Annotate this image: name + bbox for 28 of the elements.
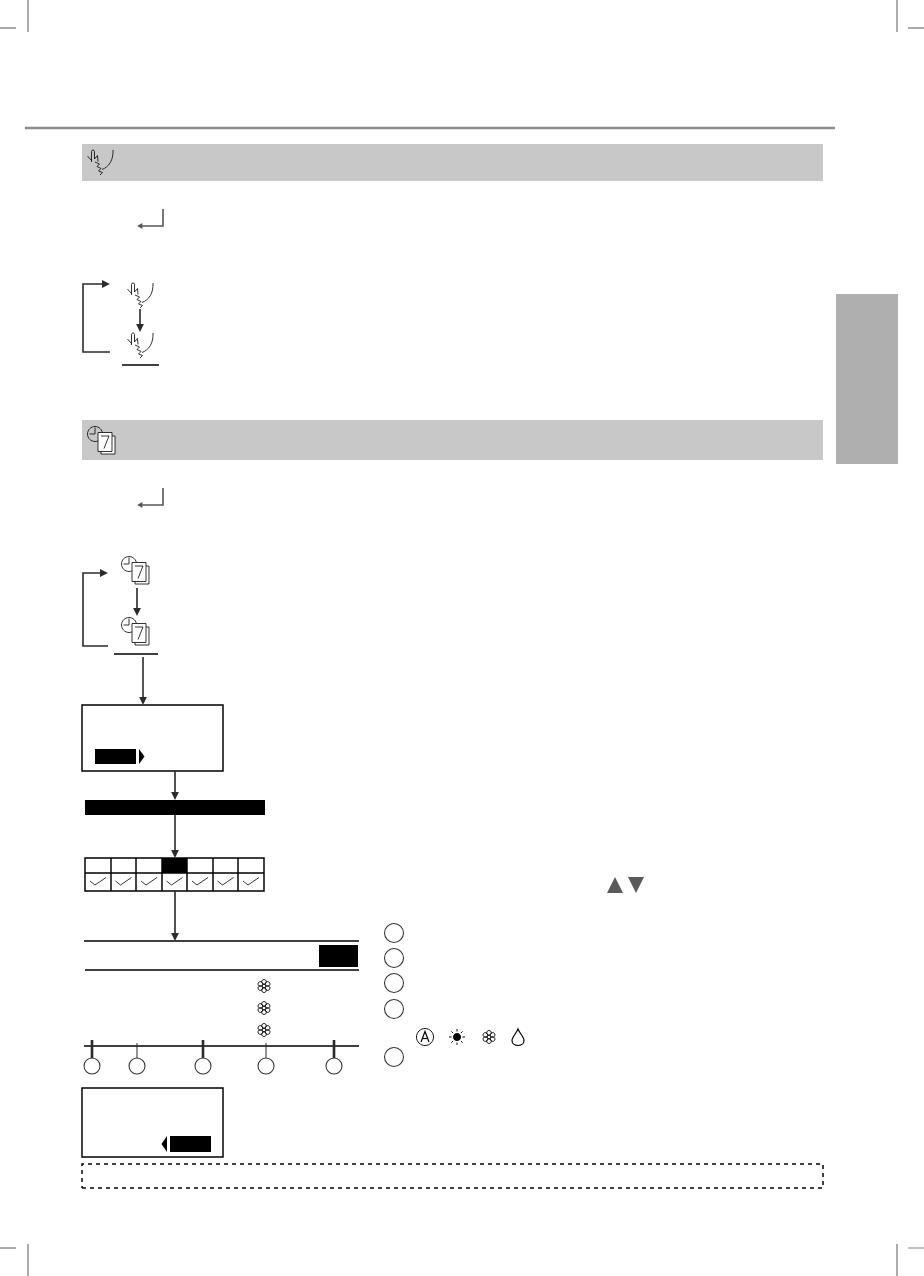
leader-line [265, 1042, 267, 1059]
hand-icon [127, 282, 154, 309]
leader-line [201, 1040, 205, 1058]
callout-circle [325, 1057, 343, 1075]
note-box [81, 1163, 824, 1189]
highlight-bar [85, 800, 265, 815]
hand-icon [127, 332, 154, 359]
clock-calendar-icon [121, 556, 150, 585]
callout-circle [383, 998, 405, 1020]
callout-circle [257, 1057, 275, 1075]
schedule-display [83, 940, 360, 1047]
callout-circle [383, 972, 405, 994]
callout-circle [83, 1057, 101, 1075]
display-box [81, 1087, 224, 1158]
callout-circle [383, 1046, 405, 1068]
leader-line [136, 1042, 138, 1059]
callout-circle [383, 922, 405, 944]
day-table [84, 857, 265, 892]
display-box [81, 704, 224, 772]
callout-circle [194, 1057, 212, 1075]
side-tab [836, 294, 898, 464]
loop-arrow [82, 569, 109, 647]
leader-line [90, 1040, 94, 1058]
clock-calendar-icon [121, 617, 150, 646]
leader-line [332, 1040, 336, 1058]
callout-circle [128, 1057, 146, 1075]
loop-arrow [82, 280, 111, 353]
callout-circle [383, 947, 405, 969]
